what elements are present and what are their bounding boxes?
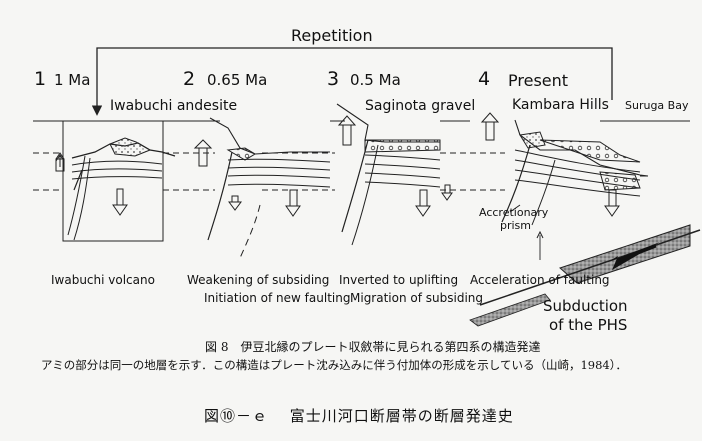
phs-label: of the PHS — [549, 316, 628, 334]
iwabuchi-andesite-label: Iwabuchi andesite — [110, 98, 238, 114]
step-4-label: Present — [508, 71, 569, 90]
step-3-label: 0.5 Ma — [350, 71, 401, 89]
figure-main-title: 図⑩－ｅ 富士川河口断層帯の断層発達史 — [204, 407, 514, 425]
panel-2-diagram — [193, 117, 345, 259]
caption-new-faulting: Initiation of new faulting — [204, 291, 351, 305]
step-3-number: 3 — [327, 68, 340, 90]
kambara-hills-label: Kambara Hills — [512, 97, 609, 113]
caption-iwabuchi-volcano: Iwabuchi volcano — [51, 273, 155, 287]
figure-caption-description: アミの部分は同一の地層を示す．この構造はプレート沈み込みに伴う付加体の形成を示し… — [41, 358, 627, 372]
step-2-number: 2 — [183, 68, 196, 90]
step-1-number: 1 — [34, 68, 47, 90]
caption-weakening-subsiding: Weakening of subsiding — [187, 273, 330, 287]
caption-inverted-uplifting: Inverted to uplifting — [339, 273, 459, 287]
caption-migration-subsiding: Migration of subsiding — [350, 291, 484, 305]
step-1-label: 1 Ma — [54, 71, 91, 89]
suruga-bay-label: Suruga Bay — [625, 99, 689, 112]
subducting-slab — [469, 224, 701, 327]
accretionary-prism-label-2: prism — [500, 219, 532, 232]
panel-1-diagram — [33, 120, 220, 242]
panel-3-diagram — [336, 103, 470, 246]
subduction-label: Subduction — [543, 297, 628, 315]
caption-acceleration-faulting: Acceleration of faulting — [470, 273, 610, 287]
step-4-number: 4 — [478, 68, 491, 90]
repetition-label: Repetition — [291, 26, 373, 45]
figure-caption-title: 図 8 伊豆北縁のプレート収斂帯に見られる第四系の構造発達 — [205, 340, 541, 354]
step-2-label: 0.65 Ma — [207, 71, 268, 89]
panel-4-diagram — [470, 112, 690, 260]
repetition-bracket — [91, 47, 613, 116]
saginota-gravel-label: Saginota gravel — [365, 98, 476, 114]
accretionary-prism-label-1: Accretionary — [479, 206, 549, 219]
